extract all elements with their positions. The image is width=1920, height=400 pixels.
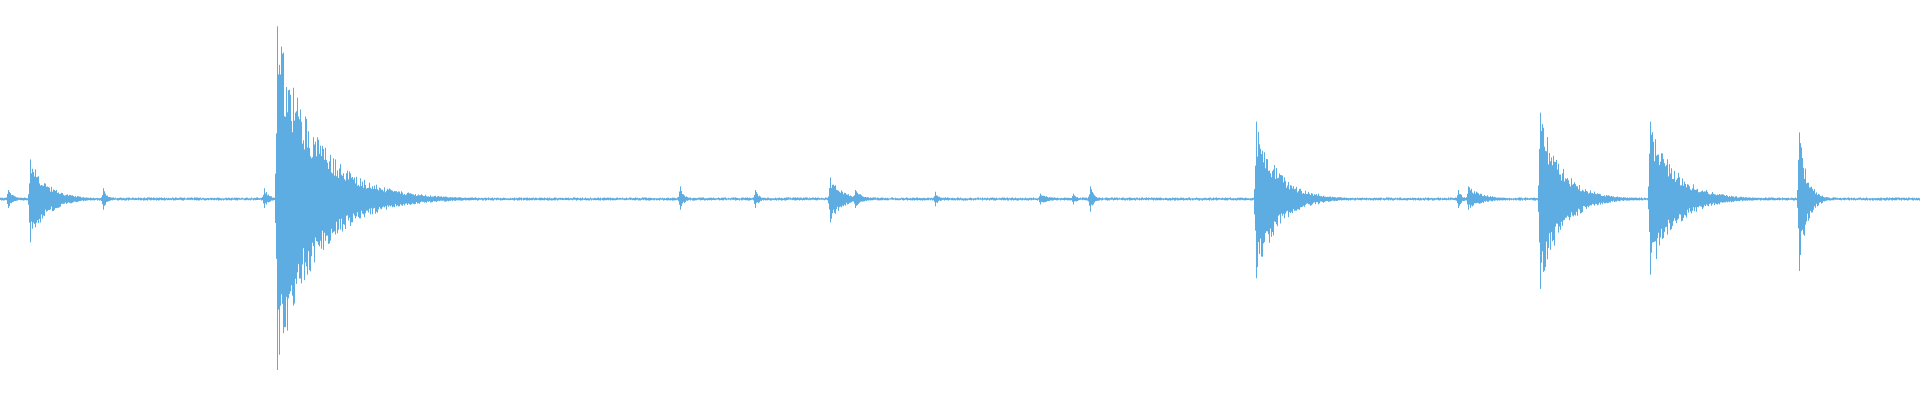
waveform-trace	[0, 26, 1920, 370]
